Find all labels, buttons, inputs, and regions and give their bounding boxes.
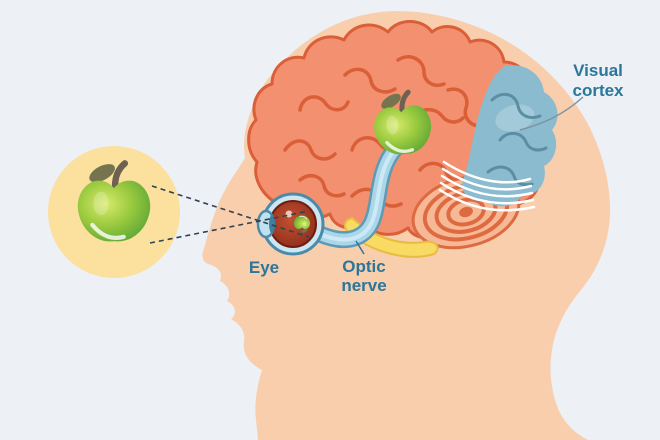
visual-cortex-gyri [486,92,548,187]
light-ray-bottom [149,210,310,244]
visual-cortex [462,65,558,207]
eye-label: Eye [249,258,279,277]
visual-cortex-leader-line [519,96,584,131]
visual-cortex-label-line2: cortex [572,81,624,100]
light-rays [149,185,310,244]
optic-radiation-fibers [438,160,536,212]
optic-nerve-label-line1: Optic [342,257,385,276]
eye-iris [269,215,275,233]
optic-nerve [311,139,405,249]
light-ray-top [151,185,310,238]
optic-nerve-leader-line [355,240,365,255]
brainstem [344,216,439,258]
visual-cortex-label-line1: Visual [573,61,623,80]
brain-gyri [283,55,482,208]
optic-nerve-label-line2: nerve [341,276,386,295]
